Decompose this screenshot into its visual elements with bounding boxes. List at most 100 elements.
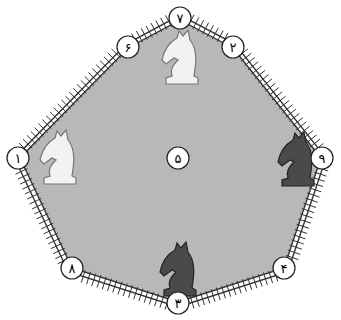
fence-post xyxy=(272,92,282,100)
fence-post xyxy=(118,282,122,294)
fence-post xyxy=(141,28,147,39)
fence-post xyxy=(245,58,255,66)
fence-post xyxy=(113,280,117,292)
fence-post xyxy=(31,131,40,140)
fence-post xyxy=(25,189,37,195)
fence-post xyxy=(227,284,231,296)
fence-post xyxy=(62,100,71,109)
fence-post xyxy=(293,118,303,126)
fence-post xyxy=(100,61,109,70)
fence-post xyxy=(305,198,317,202)
dark-knight xyxy=(278,132,314,186)
fence-post xyxy=(96,65,105,74)
fence-post xyxy=(265,83,275,91)
fence-post xyxy=(139,289,143,301)
fence-post xyxy=(55,253,67,259)
fence-post xyxy=(255,70,265,78)
fence-post xyxy=(232,283,236,295)
fence-post xyxy=(296,122,306,130)
fence-post xyxy=(23,139,32,148)
fence-post xyxy=(295,229,307,233)
fence-post xyxy=(288,250,300,254)
fence-post xyxy=(253,276,257,288)
fence-post xyxy=(237,281,241,293)
fence-post xyxy=(198,20,204,32)
fence-post xyxy=(262,79,272,87)
fence-post xyxy=(291,240,303,244)
fence-post xyxy=(58,104,67,113)
position-number: ۹ xyxy=(319,152,326,165)
fence-post xyxy=(41,223,53,229)
fence-post xyxy=(258,75,268,83)
number-circle: ۴ xyxy=(272,256,296,280)
fence-post xyxy=(97,275,101,287)
fence-post xyxy=(39,218,51,224)
fence-post xyxy=(129,285,133,297)
fence-post xyxy=(242,279,246,291)
fence-post xyxy=(144,290,148,302)
fence-post xyxy=(251,66,261,74)
fence-post xyxy=(286,109,296,117)
fence-post xyxy=(258,274,262,286)
number-circle: ۹ xyxy=(310,146,334,170)
fence-post xyxy=(54,108,63,117)
fence-post xyxy=(123,284,127,296)
fence-post xyxy=(207,25,213,37)
number-circle: ۱ xyxy=(6,146,30,170)
fence-post xyxy=(289,113,299,121)
fence-post xyxy=(20,179,32,185)
fence-post xyxy=(53,248,65,254)
position-number: ۷ xyxy=(177,12,184,25)
fence-post xyxy=(263,273,267,285)
number-circle: ۷ xyxy=(168,6,192,30)
dark-knight xyxy=(160,242,196,296)
fence-post xyxy=(35,128,44,137)
fence-post xyxy=(34,208,46,214)
fence-post xyxy=(92,69,101,78)
position-number: ۴ xyxy=(281,262,288,275)
fence-post xyxy=(89,73,98,82)
fence-post xyxy=(160,295,164,307)
fence-post xyxy=(203,23,209,34)
fence-post xyxy=(32,203,44,209)
fence-post xyxy=(77,84,86,93)
board-floor xyxy=(20,20,321,302)
fence-post xyxy=(248,278,252,290)
position-number: ۵ xyxy=(175,152,182,165)
fence-post xyxy=(276,96,286,104)
fence-post xyxy=(306,135,316,143)
fence-post xyxy=(46,116,55,125)
fence-post xyxy=(69,92,78,101)
fence-post xyxy=(155,294,159,306)
fence-post xyxy=(73,88,82,97)
position-number: ۲ xyxy=(230,41,237,54)
fence-post xyxy=(282,105,292,113)
fence-post xyxy=(27,135,36,144)
fence-post xyxy=(38,124,47,133)
fence-post xyxy=(293,235,305,239)
fence-post xyxy=(102,277,106,289)
fence-post xyxy=(279,101,289,109)
fence-post xyxy=(297,224,309,228)
fence-post xyxy=(87,272,91,284)
fence-post xyxy=(108,279,112,291)
fence-post xyxy=(48,238,60,244)
fence-post xyxy=(248,62,258,70)
fence-post xyxy=(201,293,205,305)
white-knight xyxy=(162,30,198,84)
fence-post xyxy=(298,219,310,223)
fence-post xyxy=(304,203,316,207)
fence-post xyxy=(190,296,194,308)
fence-post xyxy=(51,243,63,249)
fence-post xyxy=(149,292,153,304)
fence-post xyxy=(134,287,138,299)
position-number: ۸ xyxy=(69,262,76,275)
fence-post xyxy=(104,57,113,66)
fence-post xyxy=(300,214,312,218)
number-circle: ۲ xyxy=(221,35,245,59)
position-number: ۶ xyxy=(125,41,132,54)
fence-post xyxy=(216,288,220,300)
white-knight xyxy=(40,130,76,184)
position-number: ۱ xyxy=(15,152,22,165)
fence-post xyxy=(37,213,49,219)
